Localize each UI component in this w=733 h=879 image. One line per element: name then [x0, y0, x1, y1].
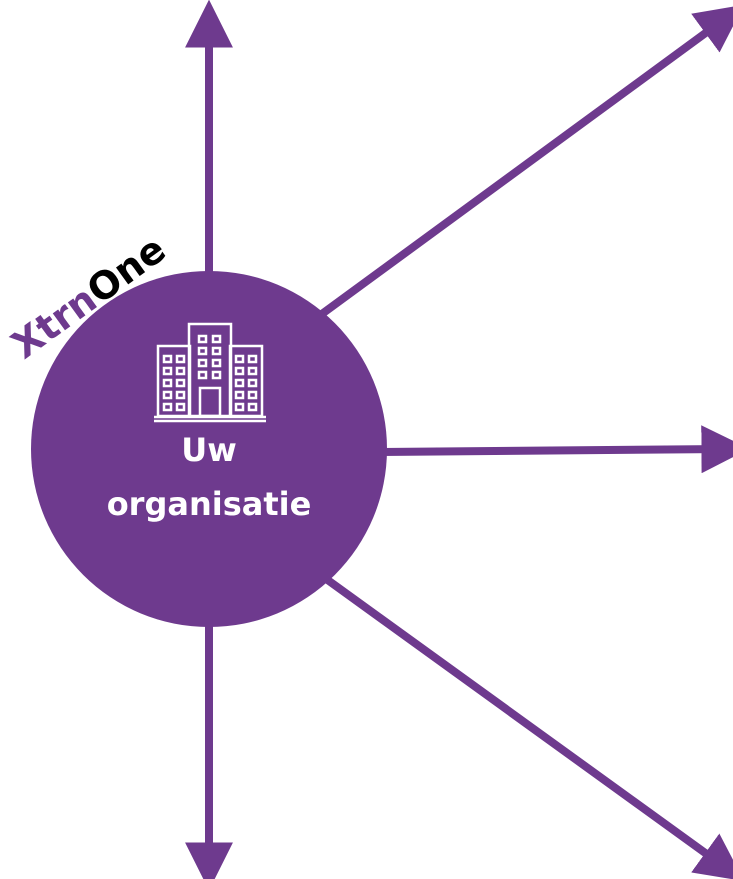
center-label-line2: organisatie: [107, 485, 312, 523]
arrow-upper-right: [296, 4, 733, 334]
arrow-lower-right: [296, 556, 733, 879]
arrow-group: [185, 0, 733, 879]
organisation-circle: [31, 271, 387, 627]
center-label-line1: Uw: [181, 431, 237, 469]
office-building-icon: [154, 322, 266, 423]
arrow-right: [376, 425, 733, 474]
